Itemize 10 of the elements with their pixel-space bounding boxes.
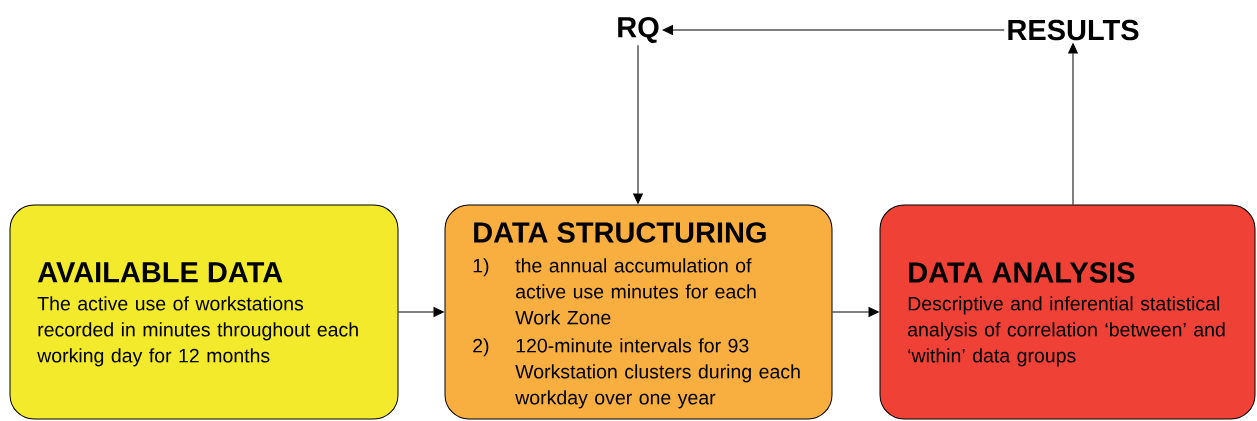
arrow xyxy=(398,307,444,317)
process-box: AVAILABLE DATA The active use of workstations recorded in minutes throughout each working day for 12 months xyxy=(9,204,399,420)
arrow xyxy=(832,307,879,317)
bare-label: RESULTS xyxy=(1008,19,1139,41)
process-box: DATA STRUCTURING 1) the annual accumulation of active use minutes for each Work Zone 2) 120-minute intervals for 93 Workstation clusters during each workday over one year xyxy=(444,204,833,420)
bare-label: RQ xyxy=(618,17,659,43)
process-box: DATA ANALYSIS Descriptive and inferential statistical analysis of correlation ‘between’ and ‘within’ data groups xyxy=(879,204,1256,420)
arrow xyxy=(633,44,643,204)
arrow xyxy=(1068,43,1078,205)
arrow xyxy=(662,25,1005,35)
